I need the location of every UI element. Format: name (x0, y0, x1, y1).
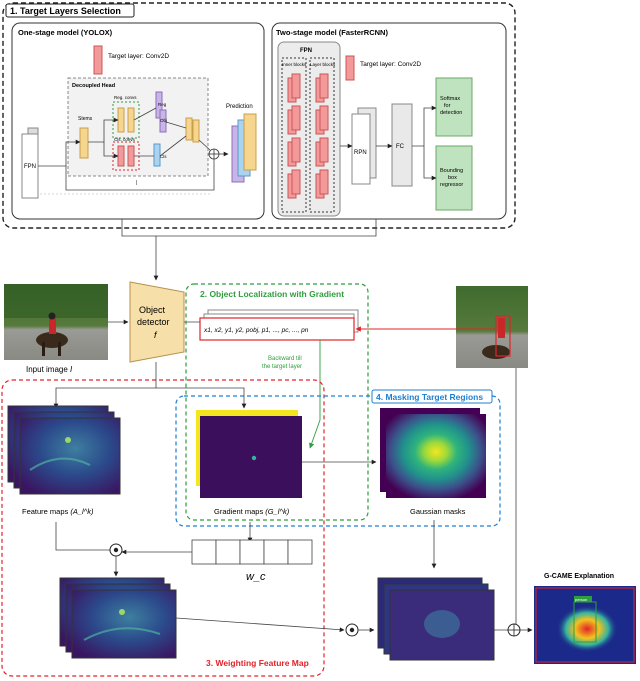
input-image (4, 284, 108, 360)
detector-var: f (154, 330, 158, 340)
layer-blocks-box (309, 57, 335, 213)
gcame-explanation-image (534, 586, 636, 664)
frcnn-fpn-box (277, 41, 341, 217)
cls-convs-label: Cls. convs (114, 137, 136, 142)
gradient-maps (196, 410, 302, 498)
stems-label: Stems (78, 116, 93, 122)
decoupled-head-label: Decoupled Head (72, 83, 115, 89)
section-3-title: 3. Weighting Feature Map (206, 658, 309, 668)
rpn-label: RPN (354, 150, 367, 156)
section-2-title: 2. Object Localization with Gradient (200, 289, 344, 299)
feature-maps (7, 405, 121, 495)
fc-label: FC (396, 144, 405, 150)
input-image-label: Input image I (26, 365, 73, 374)
inner-blocks-box (281, 57, 307, 213)
gaussian-masks-label: Gaussian masks (410, 507, 466, 516)
yolox-fpn: FPN (24, 164, 36, 170)
weight-label: w_c (246, 571, 266, 583)
detected-image (456, 286, 528, 368)
layer-blocks-label: Layer blocks (310, 62, 336, 67)
detector-label-1: Object (139, 305, 166, 315)
frcnn-title: Two-stage model (FasterRCNN) (276, 28, 388, 37)
frcnn-fpn-label: FPN (300, 48, 312, 54)
object-detector (129, 281, 185, 363)
masked-feature-maps (377, 577, 495, 661)
yolox-title: One-stage model (YOLOX) (18, 28, 113, 37)
decoupled-head-box (67, 77, 209, 177)
weighted-feature-maps (59, 577, 177, 659)
section-2-box (185, 283, 369, 521)
section-3-box (1, 379, 325, 677)
bar-label: | (136, 180, 137, 186)
inner-block-stack (287, 73, 329, 199)
section-target-layers-box (2, 2, 516, 229)
person-tag: person (575, 597, 587, 602)
output-vector-text: x1, x2, y1, y2, pobj, p1, ..., pc, ..., … (203, 327, 309, 334)
yolox-target-layer: Target layer: Conv2D (108, 53, 169, 60)
frcnn-target-layer: Target layer: Conv2D (360, 61, 421, 68)
reg-convs-label: Reg. convs (114, 95, 137, 100)
prediction-label: Prediction (226, 104, 253, 110)
gaussian-masks (380, 408, 486, 498)
section-4-box (175, 395, 501, 527)
section-1-title: 1. Target Layers Selection (10, 6, 121, 16)
feature-maps-label: Feature maps (A_l^k) (22, 507, 94, 516)
cls-label: Cls (160, 154, 167, 159)
detector-label-2: detector (137, 317, 170, 327)
section-4-title: 4. Masking Target Regions (376, 392, 483, 402)
obj-label: Obj (160, 118, 167, 123)
inner-blocks-label: Inner blocks (282, 62, 307, 67)
gradient-maps-label: Gradient maps (G_l^k) (214, 507, 290, 516)
explanation-title: G-CAME Explanation (544, 573, 614, 580)
weight-vector (191, 539, 313, 565)
reg-label: Reg (158, 102, 167, 107)
output-vector (199, 317, 355, 341)
